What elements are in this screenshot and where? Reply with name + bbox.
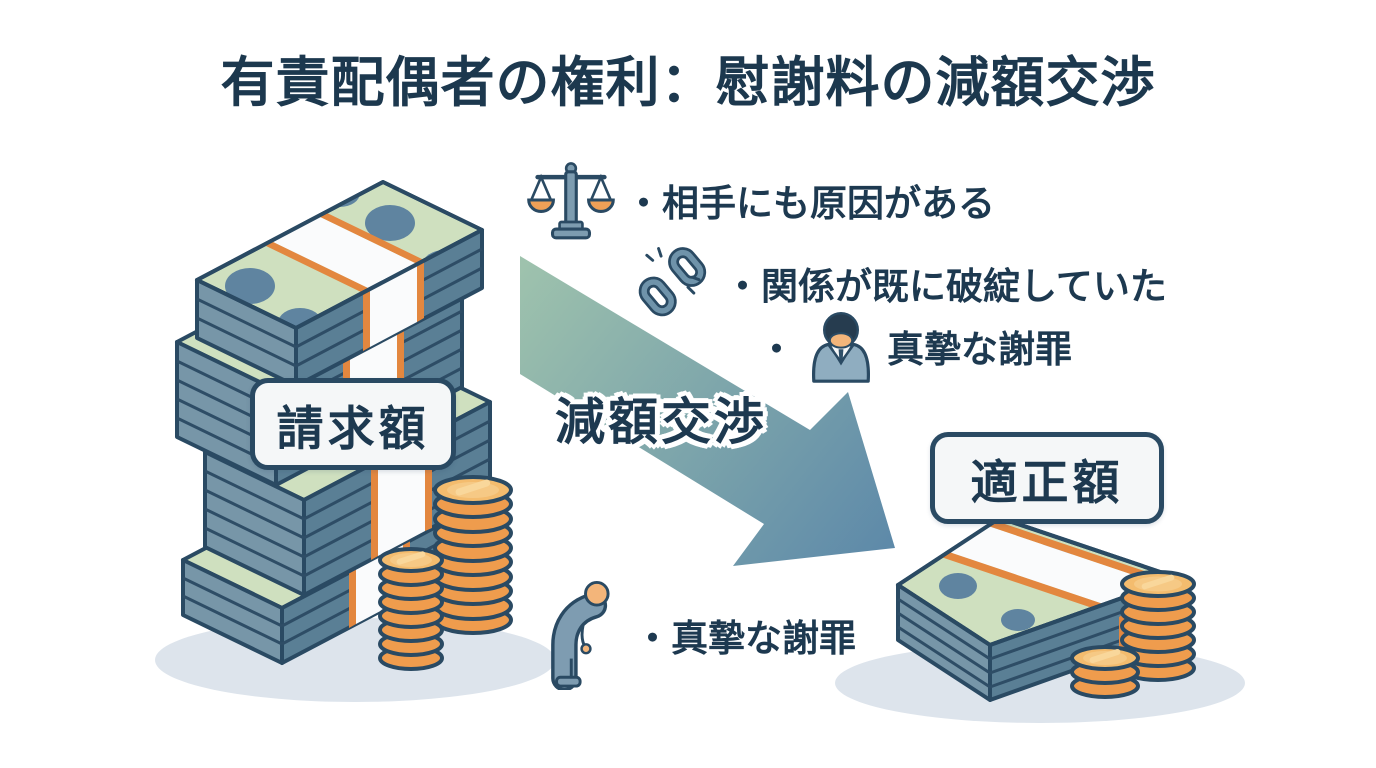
coin-stack-short	[378, 547, 444, 671]
right-coin-stacks	[1070, 570, 1196, 699]
claimed-amount-text: 請求額	[276, 401, 430, 455]
bowing-person-icon	[551, 580, 610, 690]
page-title: 有責配偶者の権利：慰謝料の減額交渉	[220, 53, 1156, 113]
fair-amount-label: 適正額	[930, 432, 1164, 524]
arrow-label: 減額交渉	[555, 394, 767, 450]
reason-text-sincere-apology: 真摯な謝罪	[887, 329, 1072, 370]
apology-row: ・真摯な謝罪	[548, 580, 856, 690]
reason-row-sincere-apology: ・ 真摯な謝罪	[758, 304, 1072, 388]
apology-text: ・真摯な謝罪	[634, 618, 856, 659]
fair-amount-text: 適正額	[970, 455, 1124, 509]
coin-stack-right-small	[1070, 645, 1140, 699]
broken-chain-icon	[638, 247, 707, 317]
left-money-stack	[175, 180, 492, 665]
scale-icon	[527, 162, 615, 240]
claimed-amount-label: 請求額	[250, 378, 456, 470]
reason-row-broken-relationship: ・関係が既に破綻していた	[630, 243, 1167, 323]
reason-text-other-party: ・相手にも原因がある	[625, 183, 995, 224]
reduction-arrow	[520, 256, 895, 566]
reason-text-broken-relationship: ・関係が既に破綻していた	[724, 266, 1167, 307]
left-coin-stacks	[378, 475, 513, 671]
coin-stack-right-tall	[1120, 570, 1196, 682]
coin-stack-tall	[433, 475, 513, 635]
reason-row-other-party: ・相手にも原因がある	[527, 158, 995, 242]
bullet-dot: ・	[758, 329, 795, 370]
businessman-bowing-icon	[812, 312, 870, 383]
